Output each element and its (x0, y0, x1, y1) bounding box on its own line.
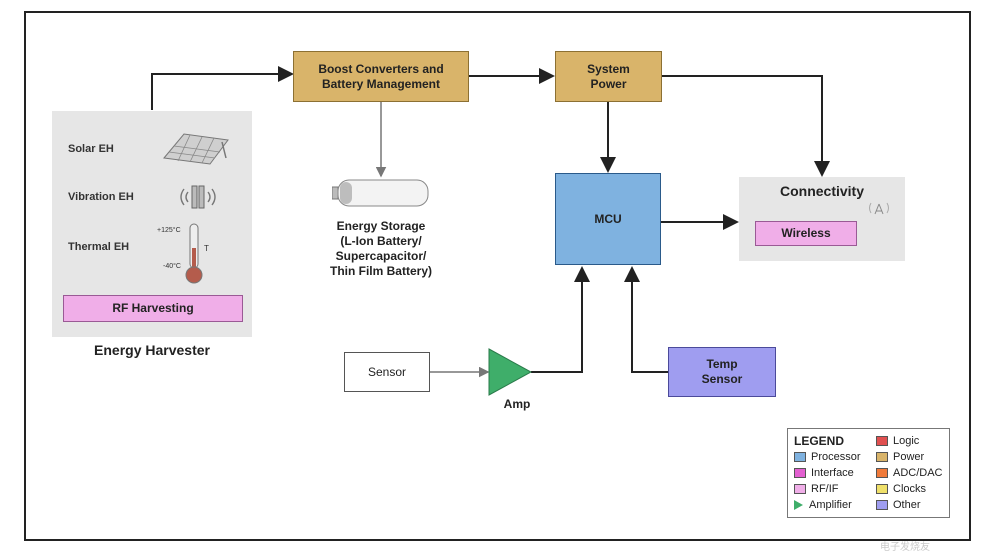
legend-item-rf-if: RF/IF (794, 483, 839, 495)
thermo-high-label: +125°C (157, 227, 181, 234)
legend-item-interface: Interface (794, 467, 854, 479)
legend-item-label: Logic (893, 435, 920, 447)
legend-swatch (794, 452, 806, 462)
amplifier-swatch-icon (794, 500, 803, 510)
wireless-box: Wireless (755, 221, 857, 246)
thermometer-icon (185, 223, 203, 284)
legend-item-power: Power (876, 451, 924, 463)
legend-item-label: ADC/DAC (893, 467, 943, 479)
rf-harvesting-box: RF Harvesting (63, 295, 243, 322)
thermo-low-label: -40°C (163, 263, 181, 270)
legend-item-label: Processor (811, 451, 861, 463)
vibration-eh-label: Vibration EH (68, 191, 134, 203)
legend-swatch (876, 500, 888, 510)
solar-panel-icon (163, 133, 229, 165)
legend-item-label: RF/IF (811, 483, 839, 495)
boost-converters-box: Boost Converters and Battery Management (293, 51, 469, 102)
energy-harvester-caption: Energy Harvester (94, 342, 210, 358)
battery-icon (332, 179, 429, 207)
wire-temp-mcu (624, 266, 668, 373)
watermark: 电子发烧友 (880, 542, 930, 553)
solar-eh-label: Solar EH (68, 143, 114, 155)
wire-harvester-boost (151, 66, 294, 110)
legend-swatch (876, 468, 888, 478)
legend-swatch (876, 484, 888, 494)
temp-sensor-box: Temp Sensor (668, 347, 776, 397)
connectivity-panel (739, 177, 905, 261)
legend-swatch (794, 484, 806, 494)
legend-title: LEGEND (794, 434, 845, 448)
thermo-t-label: T (204, 244, 209, 253)
legend-item-amplifier: Amplifier (794, 499, 852, 511)
legend-item-adc-dac: ADC/DAC (876, 467, 943, 479)
mcu-box: MCU (555, 173, 661, 265)
amp-label: Amp (503, 397, 531, 411)
legend-item-processor: Processor (794, 451, 861, 463)
system-power-box: System Power (555, 51, 662, 102)
vibration-icon (180, 185, 216, 209)
legend-item-logic: Logic (876, 435, 919, 447)
legend-item-label: Interface (811, 467, 854, 479)
connectivity-title: Connectivity (779, 183, 864, 199)
legend-item-label: Other (893, 499, 921, 511)
legend-item-clocks: Clocks (876, 483, 926, 495)
thermal-eh-label: Thermal EH (68, 241, 130, 253)
legend-item-label: Clocks (893, 483, 927, 495)
wire-amp-mcu (531, 266, 590, 373)
legend-swatch (876, 452, 888, 462)
legend-swatch (876, 436, 888, 446)
energy-storage-caption: Energy Storage (L-Ion Battery/ Supercapa… (329, 219, 432, 278)
legend-item-label: Amplifier (809, 499, 852, 511)
antenna-icon (869, 202, 889, 215)
legend-item-other: Other (876, 499, 921, 511)
sensor-box: Sensor (344, 352, 430, 392)
legend-item-label: Power (893, 451, 925, 463)
wire-syspower-connectivity (662, 75, 830, 177)
amplifier-icon (488, 348, 532, 396)
legend-swatch (794, 468, 806, 478)
